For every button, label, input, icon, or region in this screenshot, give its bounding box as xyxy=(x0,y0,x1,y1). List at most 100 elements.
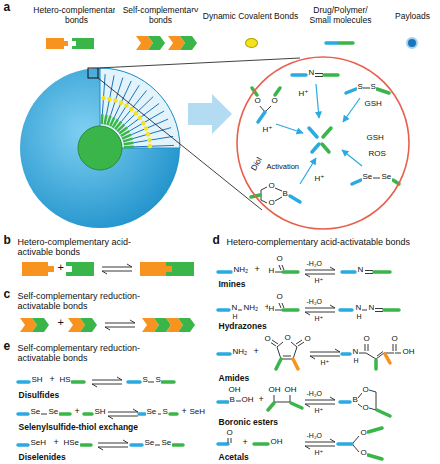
chem-label: O xyxy=(362,386,369,395)
node-text: O xyxy=(268,182,275,191)
chem-label: H xyxy=(356,313,362,321)
node-text: H⁺ xyxy=(314,175,325,184)
chem-label: N xyxy=(357,266,364,275)
chem-label: Self-complementary reduction-activatable… xyxy=(17,291,158,311)
legend-swatch xyxy=(245,38,258,48)
zoom-circle: NH⁺SSGSHOOH⁺GSHROSDiolActivationH⁺SeSeOB… xyxy=(235,55,411,231)
chem-label: O xyxy=(284,334,291,343)
legend-text: Hetero-complementary bonds xyxy=(28,6,125,25)
chem-label: NH₂ xyxy=(233,266,249,275)
chem-label: -H₂O xyxy=(306,298,323,306)
chem-label: NH₂ xyxy=(232,348,248,357)
panel-label: e xyxy=(3,340,11,353)
chem-label: N xyxy=(368,304,375,313)
chem-label: H xyxy=(268,305,275,314)
panel-label: Imines xyxy=(218,280,246,290)
chem-label: + xyxy=(49,374,55,384)
panel-label: d xyxy=(212,234,220,247)
legend-text: Dynamic Covalent Bonds xyxy=(191,12,310,22)
chem-label: H xyxy=(232,313,238,321)
chem-label: + xyxy=(254,264,260,274)
chem-label: O xyxy=(276,293,283,302)
node-text: Diol xyxy=(250,156,265,173)
chem-label: OH xyxy=(402,348,415,357)
legend-icons xyxy=(46,36,417,50)
chem-label: O xyxy=(360,429,367,438)
chem-label: O xyxy=(362,404,369,413)
chem-label: O xyxy=(304,335,311,344)
chem-label: Se xyxy=(48,408,59,417)
chem-label: O xyxy=(360,449,367,458)
chem-label: H xyxy=(353,357,359,365)
chem-label: O xyxy=(226,429,233,438)
chem-label: Se xyxy=(146,408,157,417)
panel-label: Disulfides xyxy=(18,391,60,401)
chem-label: B xyxy=(229,396,235,405)
panel-label: Diselenides xyxy=(18,453,66,463)
panel-e-structures xyxy=(18,377,183,450)
chem-label: OH xyxy=(241,396,254,405)
chem-label: -H₂O xyxy=(306,432,323,440)
chem-label: OH xyxy=(228,386,241,395)
panel-label: Hydrazones xyxy=(218,322,267,332)
chem-label: H⁺ xyxy=(314,277,324,285)
chem-label: N xyxy=(231,304,238,313)
chem-label: HS xyxy=(59,376,71,385)
chem-label: H⁺ xyxy=(314,449,324,457)
chem-label: + xyxy=(253,346,259,356)
node-text: H⁺ xyxy=(262,126,273,135)
chem-label: OH xyxy=(284,386,297,395)
chem-label: Hetero-complementary acid-activatable bo… xyxy=(226,237,417,247)
chem-label: + xyxy=(181,406,187,416)
legend-text: Drug/Polymer/ Small molecules xyxy=(302,6,379,25)
chem-label: HSe xyxy=(63,439,80,448)
chem-label: -H₂O xyxy=(306,260,323,268)
chem-label: + xyxy=(74,406,80,416)
chem-label: S xyxy=(162,408,168,417)
node-text: B xyxy=(282,190,288,199)
panel-label: b xyxy=(3,234,11,247)
node-text: O xyxy=(254,97,261,106)
chem-label: O xyxy=(264,335,271,344)
chem-label: + xyxy=(242,437,248,447)
node-text: GSH xyxy=(366,134,384,143)
chem-label: H xyxy=(268,267,275,276)
chem-label: + xyxy=(53,437,59,447)
panel-d-structures xyxy=(218,265,401,459)
chem-label: Se xyxy=(161,439,172,448)
node-text: Activation xyxy=(266,163,300,171)
chem-label: NH₂ xyxy=(243,304,259,313)
chem-label: O xyxy=(363,335,370,344)
node-text: S xyxy=(370,83,376,92)
node-text: Se xyxy=(381,173,392,182)
panel-c-shapes xyxy=(20,318,195,332)
chem-label: N xyxy=(355,304,362,313)
chem-label: -H₂O xyxy=(306,390,323,398)
chem-label: Se xyxy=(144,439,155,448)
panel-label: Amides xyxy=(218,374,250,384)
chem-label: OH xyxy=(268,386,281,395)
node-text: Se xyxy=(362,173,373,182)
node-text: N xyxy=(308,69,315,78)
node-text: GSH xyxy=(364,100,382,109)
node-text: O xyxy=(271,97,278,106)
panel-label: Acetals xyxy=(218,453,249,463)
chem-label: N xyxy=(352,348,359,357)
chem-label: Self-complementary reduction-activatable… xyxy=(17,343,158,363)
chem-label: O xyxy=(276,255,283,264)
panel-label: c xyxy=(3,288,11,301)
chem-label: SH xyxy=(94,408,106,417)
zoom-arrow xyxy=(188,94,232,134)
chem-label: S xyxy=(155,376,161,385)
chem-label: SH xyxy=(31,376,43,385)
circle-outline xyxy=(235,55,411,231)
node-text: S xyxy=(357,83,363,92)
chem-label: SeH xyxy=(189,408,206,417)
chem-label: OH xyxy=(270,438,283,447)
nanoparticle xyxy=(20,68,180,228)
chem-label: O xyxy=(391,335,398,344)
chem-label: Hetero-complementary acid-activable bond… xyxy=(17,237,153,257)
panel-label: Boronic esters xyxy=(218,418,279,428)
